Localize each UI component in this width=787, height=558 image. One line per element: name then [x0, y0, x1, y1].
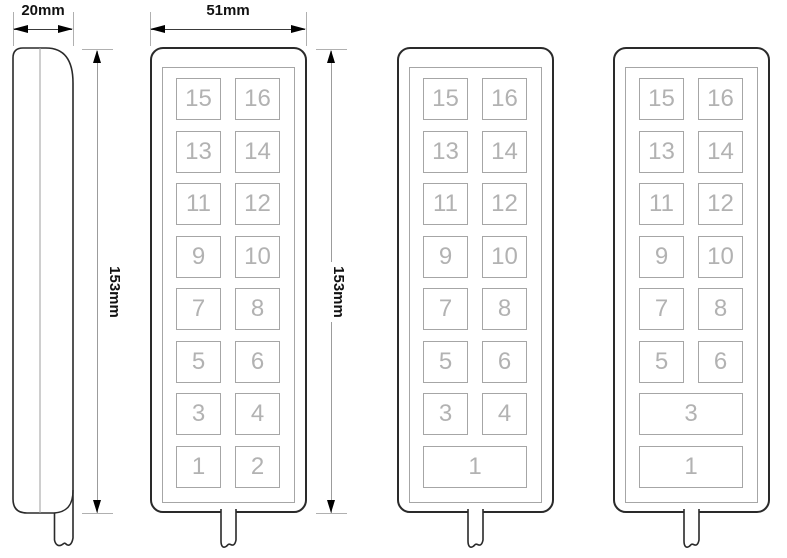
keypad-button-11: 11 [423, 183, 468, 225]
keypad-button-11: 11 [639, 183, 684, 225]
keypad-button-4: 4 [235, 393, 280, 435]
keypad-button-7: 7 [176, 288, 221, 330]
arrowhead-left-icon [13, 25, 28, 33]
keypad-panel [162, 67, 295, 503]
side-profile-outline [12, 47, 74, 547]
keypad-panel [625, 67, 758, 503]
keypad-button-14: 14 [235, 130, 280, 173]
keypad-button-8: 8 [235, 288, 280, 330]
arrowhead-right-icon [291, 25, 306, 33]
keypad-button-8: 8 [698, 288, 743, 330]
keypad-button-10: 10 [235, 235, 280, 278]
arrowhead-left-icon [150, 25, 165, 33]
cable-icon [220, 509, 237, 548]
keypad-button-3: 3 [176, 393, 221, 435]
keypad-button-14: 14 [698, 130, 743, 173]
keypad-button-12: 12 [235, 183, 280, 225]
cable-icon [683, 509, 700, 548]
arrowhead-up-icon [93, 50, 101, 63]
keypad-button-2: 2 [235, 445, 280, 488]
dim-line-51mm [151, 29, 305, 30]
keypad-button-16: 16 [698, 78, 743, 120]
keypad-button-6: 6 [482, 340, 527, 383]
keypad-button-1: 1 [423, 445, 527, 488]
keypad-button-15: 15 [176, 78, 221, 120]
dim-line-20mm [14, 29, 72, 30]
dim-tick-line [82, 49, 113, 50]
keypad-button-10: 10 [482, 235, 527, 278]
keypad-button-15: 15 [639, 78, 684, 120]
keypad-button-1: 1 [639, 445, 743, 488]
keypad-button-6: 6 [235, 340, 280, 383]
keypad-button-9: 9 [423, 235, 468, 278]
remote-case [397, 47, 554, 513]
dim-line-153mm-left [97, 51, 98, 513]
dim-extension-line [73, 12, 74, 46]
remote-case [613, 47, 770, 513]
keypad-button-14: 14 [482, 130, 527, 173]
keypad-button-12: 12 [698, 183, 743, 225]
keypad-button-15: 15 [423, 78, 468, 120]
keypad-button-13: 13 [639, 130, 684, 173]
keypad-button-5: 5 [423, 340, 468, 383]
keypad-button-6: 6 [698, 340, 743, 383]
keypad-button-5: 5 [176, 340, 221, 383]
arrowhead-right-icon [58, 25, 73, 33]
keypad-button-10: 10 [698, 235, 743, 278]
keypad-button-5: 5 [639, 340, 684, 383]
keypad-button-3: 3 [639, 393, 743, 435]
keypad-button-12: 12 [482, 183, 527, 225]
keypad-button-16: 16 [482, 78, 527, 120]
keypad-button-9: 9 [639, 235, 684, 278]
dim-tick-line [316, 513, 347, 514]
keypad-button-4: 4 [482, 393, 527, 435]
keypad-button-13: 13 [176, 130, 221, 173]
keypad-button-8: 8 [482, 288, 527, 330]
keypad-button-3: 3 [423, 393, 468, 435]
keypad-panel [409, 67, 542, 503]
cable-icon [467, 509, 484, 548]
keypad-button-11: 11 [176, 183, 221, 225]
dim-extension-line [306, 12, 307, 46]
arrowhead-down-icon [93, 500, 101, 513]
remote-case [150, 47, 307, 513]
keypad-button-13: 13 [423, 130, 468, 173]
dim-height-label-right: 153mm [330, 262, 347, 322]
side-profile-view [10, 45, 76, 550]
keypad-button-9: 9 [176, 235, 221, 278]
keypad-button-7: 7 [639, 288, 684, 330]
keypad-button-7: 7 [423, 288, 468, 330]
arrowhead-up-icon [327, 50, 335, 63]
dim-tick-line [316, 49, 347, 50]
dim-tick-line [82, 513, 113, 514]
keypad-button-1: 1 [176, 445, 221, 488]
dim-height-label-left: 153mm [106, 266, 123, 318]
arrowhead-down-icon [327, 500, 335, 513]
dim-front-width-label: 51mm [206, 2, 250, 19]
dim-side-width-label: 20mm [21, 2, 65, 19]
keypad-button-16: 16 [235, 78, 280, 120]
